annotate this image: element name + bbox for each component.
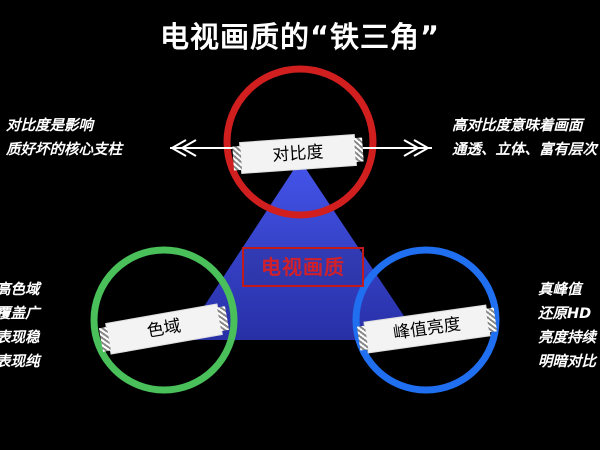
note-line: 高色域 xyxy=(0,282,40,298)
contrast-ring xyxy=(223,65,377,219)
note-line: 表现纯 xyxy=(0,354,40,370)
note-line: 还原HD xyxy=(538,306,592,322)
diagram-title: 电视画质的“铁三角” xyxy=(159,20,441,54)
note-line: 通透、立体、富有层次 xyxy=(452,142,597,158)
note-line: 表现稳 xyxy=(0,330,40,346)
note-line: 明暗对比 xyxy=(538,354,596,370)
note-line: 真峰值 xyxy=(538,282,582,298)
note-right-bottom: 真峰值 还原HD 亮度持续 明暗对比 xyxy=(538,278,596,374)
gamut-ring xyxy=(90,246,238,394)
note-right-top: 高对比度意味着画面 通透、立体、富有层次 xyxy=(452,114,597,162)
note-left-bottom: 高色域 覆盖广 表现稳 表现纯 xyxy=(0,278,40,374)
peak-ring xyxy=(352,246,500,394)
note-left-top: 对比度是影响 质好坏的核心支柱 xyxy=(6,114,122,162)
note-line: 亮度持续 xyxy=(538,330,596,346)
note-line: 质好坏的核心支柱 xyxy=(6,142,122,158)
center-stamp: 电视画质 xyxy=(242,247,364,287)
note-line: 覆盖广 xyxy=(0,306,40,322)
note-line: 高对比度意味着画面 xyxy=(452,118,583,134)
note-line: 对比度是影响 xyxy=(6,118,93,134)
